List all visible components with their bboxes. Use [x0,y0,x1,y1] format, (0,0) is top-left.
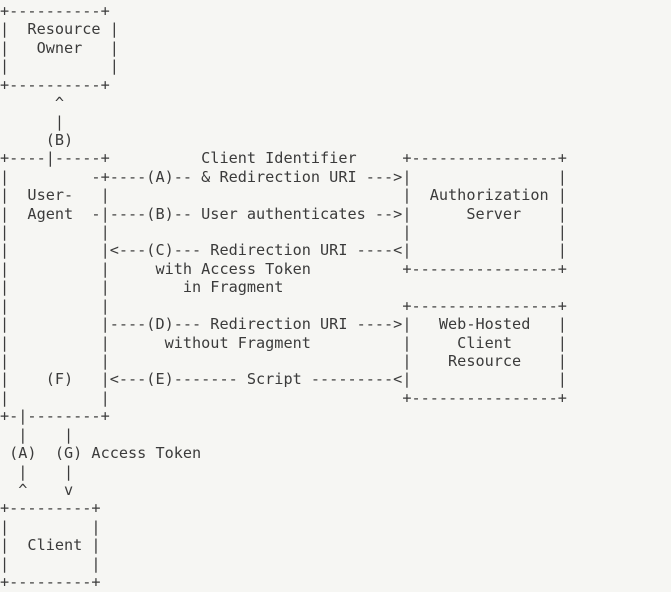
ascii-art-oauth-implicit-flow: +----------+ | Resource | | Owner | | | … [0,2,567,592]
ascii-diagram-canvas: +----------+ | Resource | | Owner | | | … [0,2,567,592]
